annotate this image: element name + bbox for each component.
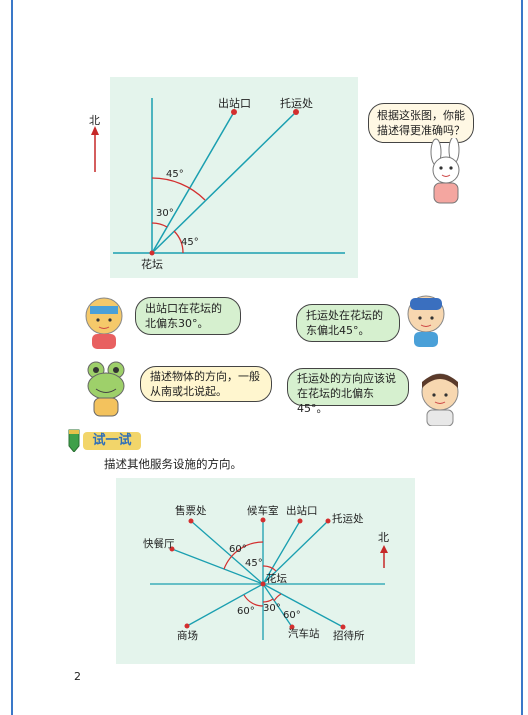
arc2-45 bbox=[262, 565, 277, 572]
label-bus: 汽车站 bbox=[288, 627, 320, 640]
frog-speech-bubble: 描述物体的方向，一般从南或北说起。 bbox=[140, 366, 272, 402]
arc2-60-top bbox=[223, 541, 264, 570]
frog-character bbox=[87, 361, 125, 417]
figure2-panel bbox=[116, 478, 415, 664]
label-hostel: 招待所 bbox=[333, 629, 365, 642]
arc-upper-45 bbox=[151, 177, 206, 201]
angle2-45: 45° bbox=[245, 558, 263, 569]
arc-mid-30 bbox=[151, 222, 168, 228]
angle-lower-label: 45° bbox=[181, 237, 199, 248]
page-border-left bbox=[11, 0, 13, 715]
label-origin2: 花坛 bbox=[266, 572, 287, 585]
page-number: 2 bbox=[74, 670, 81, 683]
pt-mall bbox=[184, 623, 190, 629]
arc2-60-bl bbox=[243, 594, 264, 607]
try-it-header: 试一试 bbox=[63, 429, 143, 452]
angle-mid-label: 30° bbox=[156, 208, 174, 219]
pt-origin2 bbox=[260, 581, 266, 587]
figure1-diagram: 北 出站口 托运处 45° 30° 45° 花坛 bbox=[89, 96, 345, 271]
rabbit-speech-text: 根据这张图，你能描述得更准确吗？ bbox=[377, 109, 465, 137]
instruction-text: 描述其他服务设施的方向。 bbox=[104, 457, 242, 471]
rabbit-speech-bubble: 根据这张图，你能描述得更准确吗？ bbox=[368, 103, 474, 143]
ray-mall bbox=[186, 583, 264, 627]
angle-upper-label: 45° bbox=[166, 169, 184, 180]
pt-waiting bbox=[260, 517, 266, 523]
pt-bus bbox=[289, 624, 295, 630]
angle2-60-br: 60° bbox=[283, 610, 301, 621]
girl-speech-bubble: 出站口在花坛的北偏东30°。 bbox=[135, 297, 241, 335]
point-exit bbox=[231, 109, 237, 115]
boy2-speech-text: 托运处的方向应该说在花坛的北偏东45°。 bbox=[297, 372, 396, 415]
label-mall: 商场 bbox=[177, 629, 198, 642]
boy2-speech-bubble: 托运处的方向应该说在花坛的北偏东45°。 bbox=[287, 368, 409, 415]
north2-label: 北 bbox=[378, 531, 389, 544]
page-border-right bbox=[521, 0, 523, 715]
ray-exit2 bbox=[262, 520, 301, 585]
label-baggage2: 托运处 bbox=[332, 512, 364, 525]
label-waiting: 候车室 bbox=[247, 504, 279, 517]
ray-fastfood bbox=[171, 548, 264, 585]
ray-bus bbox=[262, 583, 293, 628]
label-fastfood: 快餐厅 bbox=[143, 537, 175, 550]
arc2-30 bbox=[262, 598, 274, 603]
point-origin bbox=[149, 250, 155, 256]
north-label: 北 bbox=[89, 114, 100, 127]
angle2-60-bl: 60° bbox=[237, 606, 255, 617]
boy2-character bbox=[421, 373, 459, 426]
exit-label: 出站口 bbox=[218, 96, 251, 110]
ray-baggage2 bbox=[262, 520, 329, 585]
label-ticket: 售票处 bbox=[175, 504, 207, 517]
north-arrow-head bbox=[91, 126, 99, 135]
pencil-icon bbox=[68, 429, 80, 452]
girl-character bbox=[85, 297, 123, 349]
try-it-title: 试一试 bbox=[83, 432, 141, 450]
ray-exit bbox=[151, 111, 235, 254]
boy1-speech-text: 托运处在花坛的东偏北45°。 bbox=[306, 309, 383, 337]
boy1-character bbox=[407, 295, 445, 347]
baggage-label: 托运处 bbox=[280, 96, 313, 110]
pt-exit2 bbox=[297, 518, 303, 524]
point-baggage bbox=[293, 109, 299, 115]
girl-speech-text: 出站口在花坛的北偏东30°。 bbox=[145, 302, 222, 330]
arc2-60-br bbox=[273, 593, 282, 602]
pt-ticket bbox=[188, 518, 194, 524]
pt-fastfood bbox=[169, 546, 175, 552]
pt-baggage2 bbox=[325, 518, 331, 524]
angle2-60-top: 60° bbox=[229, 544, 247, 555]
ray-ticket bbox=[190, 520, 264, 585]
ray-hostel bbox=[262, 583, 344, 628]
angle2-30: 30° bbox=[263, 603, 281, 614]
frog-speech-text: 描述物体的方向，一般从南或北说起。 bbox=[150, 370, 260, 398]
boy1-speech-bubble: 托运处在花坛的东偏北45°。 bbox=[296, 304, 400, 342]
pt-hostel bbox=[340, 624, 346, 630]
rabbit-character bbox=[430, 138, 460, 204]
label-exit2: 出站口 bbox=[286, 504, 318, 517]
arc-lower-45 bbox=[173, 230, 184, 254]
north-arrow2-head bbox=[380, 545, 388, 553]
ray-baggage bbox=[151, 111, 297, 254]
origin-label: 花坛 bbox=[141, 258, 163, 271]
